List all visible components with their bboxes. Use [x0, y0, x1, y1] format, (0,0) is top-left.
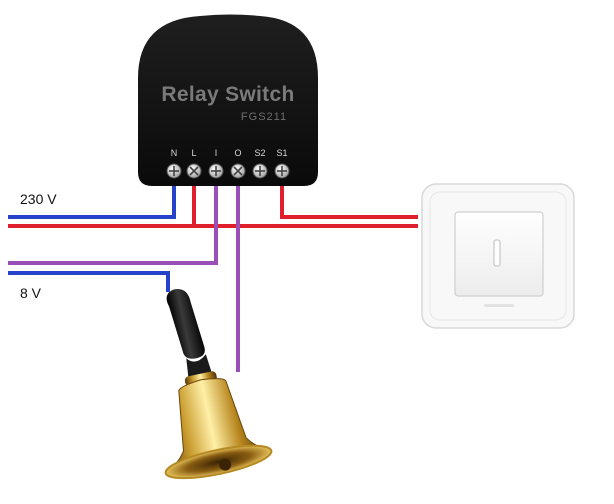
terminal-label-n: N [171, 148, 178, 158]
wire-230v-neutral [8, 172, 176, 219]
relay-title: Relay Switch [161, 83, 294, 106]
terminal-s1-screw-icon [274, 163, 290, 179]
label-8v: 8 V [20, 285, 42, 301]
terminal-l-screw-icon [186, 163, 202, 179]
terminal-i-screw-icon [208, 163, 224, 179]
wall-switch-indicator [493, 239, 501, 267]
terminal-label-s2: S2 [254, 148, 265, 158]
terminal-label-s1: S1 [276, 148, 287, 158]
relay-model: FGS211 [241, 111, 287, 123]
terminal-label-i: I [215, 148, 218, 158]
label-230v: 230 V [20, 191, 57, 207]
hand-bell-icon [164, 289, 273, 480]
terminal-n-screw-icon [166, 163, 182, 179]
wall-switch-icon [421, 183, 575, 329]
relay-module: Relay Switch FGS211 N L I O S2 S1 [138, 14, 318, 186]
wire-s1-to-switch [280, 172, 418, 219]
wire-8v-neutral [8, 271, 170, 292]
terminal-o-screw-icon [230, 163, 246, 179]
terminal-s2-screw-icon [252, 163, 268, 179]
terminal-label-l: L [191, 148, 196, 158]
terminal-label-o: O [234, 148, 241, 158]
relay-body [138, 14, 318, 186]
wire-8v-signal [8, 172, 218, 265]
